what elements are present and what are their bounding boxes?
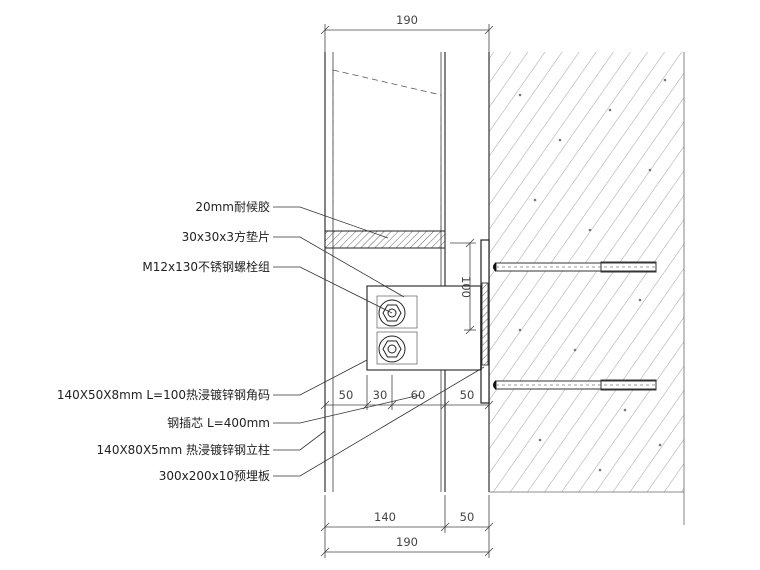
steel-column	[324, 52, 446, 492]
anchor-bars	[493, 261, 657, 391]
callout-bolt-group: M12x130不锈钢螺栓组	[142, 259, 270, 274]
dim-bottom-total: 190	[396, 535, 418, 549]
callout-washer: 30x30x3方垫片	[182, 229, 270, 244]
callout-sealant: 20mm耐候胶	[195, 199, 270, 214]
dimension-bottom	[320, 495, 494, 558]
callout-embedded-plate: 300x200x10预埋板	[159, 469, 270, 483]
leader-lines	[273, 206, 485, 477]
sealant-joint	[324, 230, 446, 249]
embedded-plate	[480, 239, 490, 404]
dim-mid-2: 30	[373, 388, 388, 402]
dim-top-total: 190	[396, 13, 418, 27]
dim-mid-4: 50	[460, 388, 475, 402]
dimension-vertical	[450, 238, 476, 335]
dim-vertical: 100	[459, 276, 473, 298]
callout-steel-column: 140X80X5mm 热浸镀锌钢立柱	[97, 442, 270, 457]
dim-mid-1: 50	[339, 388, 354, 402]
dim-bottom-right: 50	[460, 510, 475, 524]
callout-angle-bracket: 140X50X8mm L=100热浸镀锌钢角码	[57, 388, 270, 402]
bolt-group	[376, 295, 418, 365]
dimension-top	[320, 24, 494, 52]
concrete-wall	[488, 52, 685, 525]
callout-steel-core: 钢插芯 L=400mm	[167, 416, 270, 430]
dimension-middle	[320, 375, 494, 410]
dim-bottom-left: 140	[374, 510, 396, 524]
dim-mid-3: 60	[411, 388, 426, 402]
